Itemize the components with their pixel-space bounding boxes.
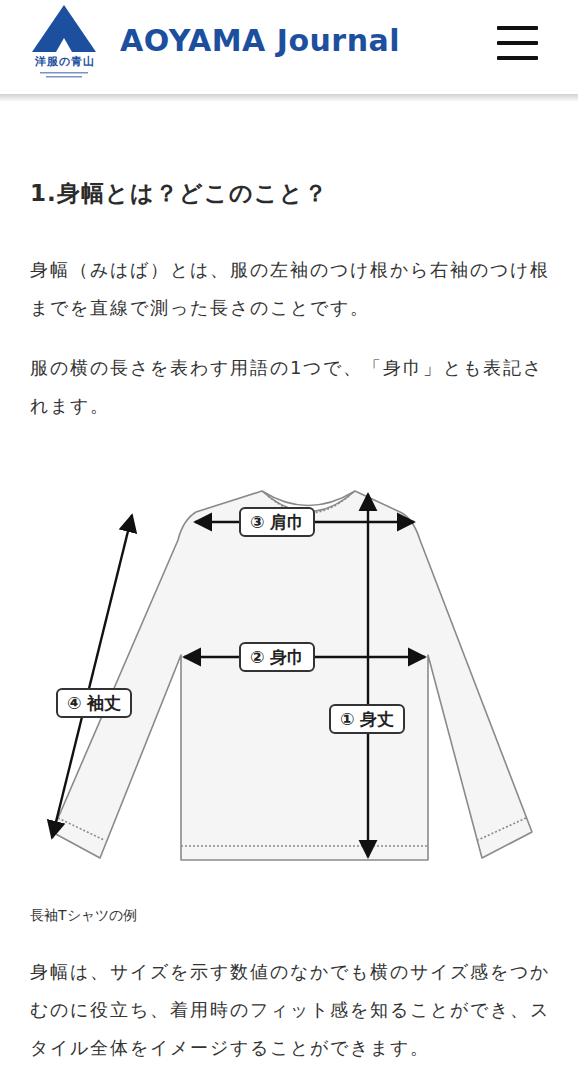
logo-text: 洋服の青山 — [30, 55, 100, 69]
figure-caption: 長袖Tシャツの例 — [30, 904, 330, 926]
paragraph: 身幅は、サイズを示す数値のなかでも横のサイズ感をつかむのに役立ち、着用時のフィッ… — [30, 953, 550, 1067]
label-text: ③ 肩巾 — [250, 512, 304, 532]
site-name: AOYAMA Journal — [120, 22, 450, 60]
label-text: ④ 袖丈 — [67, 693, 121, 713]
header-shadow — [0, 94, 578, 102]
dimension-arrows — [52, 494, 425, 857]
label-text: ② 身巾 — [250, 647, 304, 667]
dimension-label: ④ 袖丈 — [56, 688, 132, 718]
dimension-label: ① 身丈 — [329, 704, 405, 734]
menu-icon — [497, 26, 538, 60]
paragraph: 身幅（みはば）とは、服の左袖のつけ根から右袖のつけ根までを直線で測った長さのこと… — [30, 251, 550, 327]
tshirt-drawing — [52, 491, 532, 860]
label-text: ① 身丈 — [340, 709, 394, 729]
section-heading: 1.身幅とは？どこのこと？ — [30, 176, 550, 210]
paragraph: 服の横の長さを表わす用語の1つで、「身巾」とも表記されます。 — [30, 349, 550, 425]
header-bar — [0, 0, 578, 94]
dimension-label: ② 身巾 — [239, 642, 315, 672]
dimension-label: ③ 肩巾 — [239, 507, 315, 537]
